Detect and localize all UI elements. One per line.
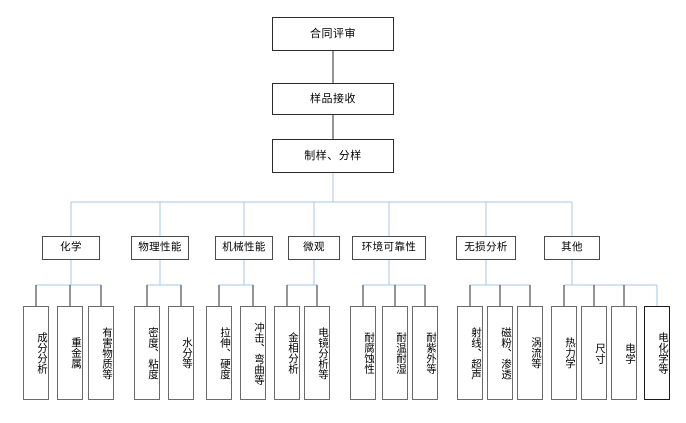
node-corrosion-resistance-label: 耐腐蚀性 xyxy=(363,332,375,374)
node-tensile-hardness: 拉伸、硬度 xyxy=(206,306,232,400)
node-uv-resistance: 耐紫外等 xyxy=(412,306,438,400)
node-nondestructive-testing: 无损分析 xyxy=(456,236,516,260)
node-uv-resistance-label: 耐紫外等 xyxy=(425,332,437,374)
node-temp-humidity-resistance: 耐温耐湿 xyxy=(382,306,408,400)
node-sample-prep-label: 制样、分样 xyxy=(304,149,362,163)
node-electrical-label: 电学 xyxy=(624,342,636,364)
node-composition-analysis-label: 成分分析 xyxy=(36,332,48,374)
node-composition-analysis: 成分分析 xyxy=(23,306,49,400)
node-electrochemistry-label: 电化学等 xyxy=(657,332,669,374)
node-impact-bending-label: 冲击、弯曲等 xyxy=(253,321,265,385)
node-microstructure-label: 微观 xyxy=(303,241,325,254)
node-sample-prep: 制样、分样 xyxy=(272,139,394,173)
node-dimension-label: 尺寸 xyxy=(594,342,606,364)
node-moisture: 水分等 xyxy=(168,306,194,400)
node-chemistry: 化学 xyxy=(42,236,100,260)
node-electrical: 电学 xyxy=(611,306,637,400)
node-sample-receipt-label: 样品接收 xyxy=(310,92,356,106)
node-radiography-ultrasonic-label: 射线、超声 xyxy=(470,326,482,380)
node-thermodynamics-label: 热力学 xyxy=(564,337,576,369)
node-harmful-substances-label: 有害物质等 xyxy=(101,326,113,380)
node-sem-analysis: 电镜分析等 xyxy=(304,306,330,400)
node-chemistry-label: 化学 xyxy=(60,241,82,254)
node-magnetic-penetrant: 磁粉、渗透 xyxy=(487,306,513,400)
node-magnetic-penetrant-label: 磁粉、渗透 xyxy=(500,326,512,380)
node-environmental-reliability-label: 环境可靠性 xyxy=(361,241,417,254)
node-eddy-current-label: 涡流等 xyxy=(530,337,542,369)
node-sample-receipt: 样品接收 xyxy=(272,83,394,115)
node-metallographic-analysis: 金相分析 xyxy=(274,306,300,400)
node-moisture-label: 水分等 xyxy=(181,337,193,369)
node-dimension: 尺寸 xyxy=(581,306,607,400)
node-harmful-substances: 有害物质等 xyxy=(88,306,114,400)
node-density-viscosity: 密度、粘度 xyxy=(134,306,160,400)
node-corrosion-resistance: 耐腐蚀性 xyxy=(350,306,376,400)
node-microstructure: 微观 xyxy=(288,236,340,260)
node-tensile-hardness-label: 拉伸、硬度 xyxy=(219,326,231,380)
node-electrochemistry: 电化学等 xyxy=(644,306,670,400)
node-mechanical-properties: 机械性能 xyxy=(215,236,273,260)
node-nondestructive-testing-label: 无损分析 xyxy=(464,241,508,254)
node-others-label: 其他 xyxy=(561,241,583,254)
node-others: 其他 xyxy=(544,236,600,260)
node-contract-review-label: 合同评审 xyxy=(310,27,356,41)
node-physical-properties: 物理性能 xyxy=(131,236,189,260)
node-density-viscosity-label: 密度、粘度 xyxy=(147,326,159,380)
node-heavy-metal-label: 重金属 xyxy=(70,337,82,369)
node-temp-humidity-resistance-label: 耐温耐湿 xyxy=(395,332,407,374)
node-sem-analysis-label: 电镜分析等 xyxy=(317,326,329,380)
node-metallographic-analysis-label: 金相分析 xyxy=(287,332,299,374)
node-radiography-ultrasonic: 射线、超声 xyxy=(457,306,483,400)
node-environmental-reliability: 环境可靠性 xyxy=(352,236,426,260)
node-thermodynamics: 热力学 xyxy=(551,306,577,400)
node-physical-properties-label: 物理性能 xyxy=(138,241,182,254)
node-heavy-metal: 重金属 xyxy=(57,306,83,400)
node-impact-bending: 冲击、弯曲等 xyxy=(240,306,266,400)
node-contract-review: 合同评审 xyxy=(272,17,394,51)
node-mechanical-properties-label: 机械性能 xyxy=(222,241,266,254)
node-eddy-current: 涡流等 xyxy=(517,306,543,400)
